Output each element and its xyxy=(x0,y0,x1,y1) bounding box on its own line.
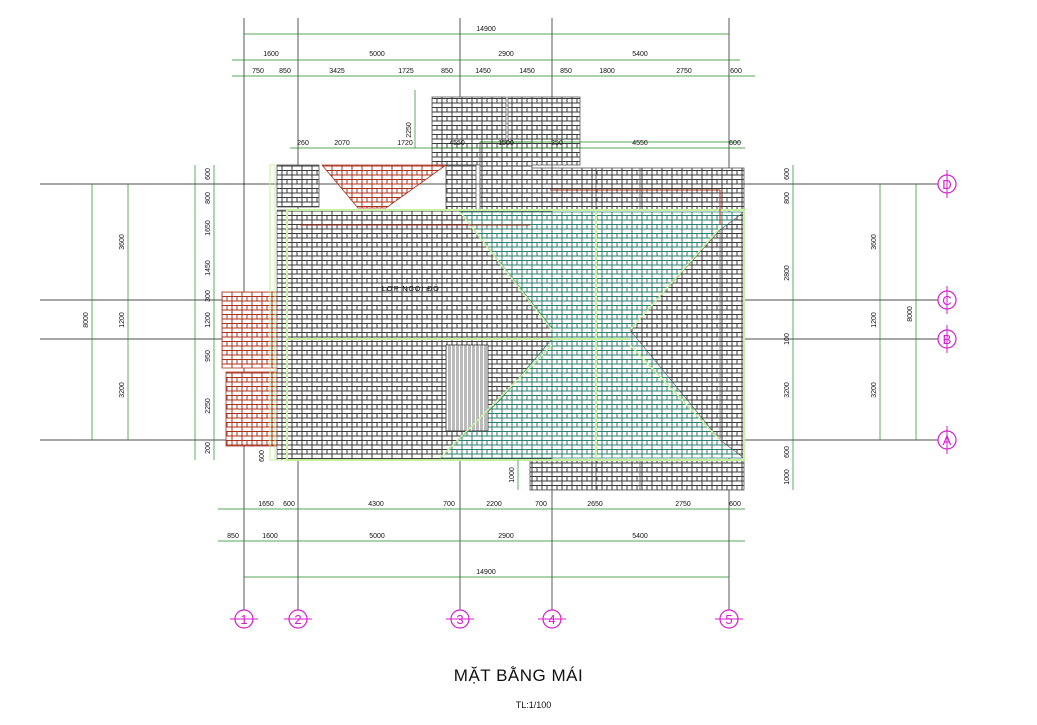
roof-tile-red-top xyxy=(321,164,448,209)
dim-bottom-row1: 2200 xyxy=(486,501,502,508)
axis-label-B: B xyxy=(943,332,952,347)
dim-right-inner: 800 xyxy=(784,192,791,204)
dim-top-row2: 1450 xyxy=(475,68,491,75)
dim-left-inner: 800 xyxy=(205,192,212,204)
dim-top-row3: 2070 xyxy=(334,140,350,147)
dim-bottom-row2: 5000 xyxy=(369,533,385,540)
dim-left-inner: 950 xyxy=(205,350,212,362)
dim-bottom-row1: 1650 xyxy=(258,501,274,508)
dim-right-inner: 100 xyxy=(784,333,791,345)
dim-top-row3: 1720 xyxy=(397,140,413,147)
dim-bottom-row2: 850 xyxy=(227,533,239,540)
roof-tile-top-right xyxy=(507,96,581,166)
dim-bottom-row1: 700 xyxy=(443,501,455,508)
dim-left-mid: 1200 xyxy=(119,312,126,328)
dim-left-inner: 1200 xyxy=(205,312,212,328)
axis-bubble-ticks xyxy=(230,170,948,620)
dim-left-mid: 3600 xyxy=(119,234,126,250)
dim-right-inner: 600 xyxy=(784,446,791,458)
axis-label-4: 4 xyxy=(548,612,555,627)
axis-labels: 1 2 3 4 5 D C B A xyxy=(240,177,951,627)
dim-bottom-row1: 2650 xyxy=(587,501,603,508)
dim-left-mid: 3200 xyxy=(119,382,126,398)
dim-note-small: 600 xyxy=(259,450,266,462)
dim-left-inner: 1450 xyxy=(205,260,212,276)
dim-top-row2: 850 xyxy=(560,68,572,75)
dim-top-row1: 1600 xyxy=(263,51,279,58)
dim-bottom-row2: 2900 xyxy=(498,533,514,540)
dim-right-inner: 2800 xyxy=(784,265,791,281)
axis-label-A: A xyxy=(943,433,952,448)
dim-left-inner: 200 xyxy=(205,442,212,454)
dimension-lines xyxy=(91,33,917,578)
dim-top-row2: 850 xyxy=(279,68,291,75)
dim-top-row2: 3425 xyxy=(329,68,345,75)
dim-top-vertical: 2250 xyxy=(406,122,413,138)
roof-tile-bottom-eave xyxy=(529,459,745,491)
dim-bottom-vertical: 1000 xyxy=(509,467,516,483)
axis-label-1: 1 xyxy=(240,612,247,627)
dim-bottom-row2: 5400 xyxy=(632,533,648,540)
dim-top-row1: 5400 xyxy=(632,51,648,58)
dim-left-inner: 2250 xyxy=(205,398,212,414)
skylight xyxy=(445,344,489,432)
dim-bottom-row1: 2750 xyxy=(675,501,691,508)
dim-top-row3: 4550 xyxy=(449,140,465,147)
dim-right-mid: 1200 xyxy=(871,312,878,328)
dim-top-row2: 1800 xyxy=(599,68,615,75)
drawing-title: MẶT BẰNG MÁI xyxy=(453,666,584,685)
dim-top-row3: 600 xyxy=(729,140,741,147)
dim-bottom-row2: 1600 xyxy=(262,533,278,540)
dim-bottom-row1: 600 xyxy=(283,501,295,508)
dim-top-row3: 260 xyxy=(297,140,309,147)
drawing-scale: TL:1/100 xyxy=(515,700,552,710)
dim-right-outer: 8000 xyxy=(907,306,914,322)
dimension-text: 14900 1600 5000 2900 5400 750 850 3425 1725 850 14… xyxy=(83,26,914,576)
dim-bottom-row1: 700 xyxy=(535,501,547,508)
roof-note: LỢP NGÓI ĐỎ xyxy=(382,284,440,293)
axis-label-5: 5 xyxy=(725,612,732,627)
dim-top-row2: 600 xyxy=(730,68,742,75)
dim-top-row3: 4550 xyxy=(632,140,648,147)
dim-bottom-total: 14900 xyxy=(476,569,496,576)
dim-right-inner: 1000 xyxy=(784,469,791,485)
axis-label-3: 3 xyxy=(456,612,463,627)
dim-top-row2: 2750 xyxy=(676,68,692,75)
dim-bottom-row1: 600 xyxy=(729,501,741,508)
axis-label-2: 2 xyxy=(294,612,301,627)
axis-label-D: D xyxy=(942,177,951,192)
dim-right-inner: 3200 xyxy=(784,382,791,398)
axis-label-C: C xyxy=(942,293,951,308)
dim-top-row2: 850 xyxy=(441,68,453,75)
ridge-lines xyxy=(269,141,745,461)
dim-right-mid: 3600 xyxy=(871,234,878,250)
roof-tile-red-wing-top xyxy=(221,291,279,369)
dim-top-row3: 250 xyxy=(551,140,563,147)
roof-tile-upper-right-eave xyxy=(531,167,745,211)
dim-left-outer: 8000 xyxy=(83,312,90,328)
dim-top-row1: 2900 xyxy=(498,51,514,58)
roof-tiles xyxy=(221,96,745,491)
dim-right-mid: 3200 xyxy=(871,382,878,398)
dim-bottom-row1: 4300 xyxy=(368,501,384,508)
dim-left-inner: 1650 xyxy=(205,220,212,236)
dim-top-row2: 1450 xyxy=(519,68,535,75)
dim-left-inner: 300 xyxy=(205,290,212,302)
dim-top-row2: 1725 xyxy=(398,68,414,75)
dim-top-total: 14900 xyxy=(476,26,496,33)
dim-right-inner: 600 xyxy=(784,168,791,180)
dim-top-row2: 750 xyxy=(252,68,264,75)
dim-top-row1: 5000 xyxy=(369,51,385,58)
dim-top-row3: 1500 xyxy=(498,140,514,147)
dim-left-inner: 600 xyxy=(205,168,212,180)
